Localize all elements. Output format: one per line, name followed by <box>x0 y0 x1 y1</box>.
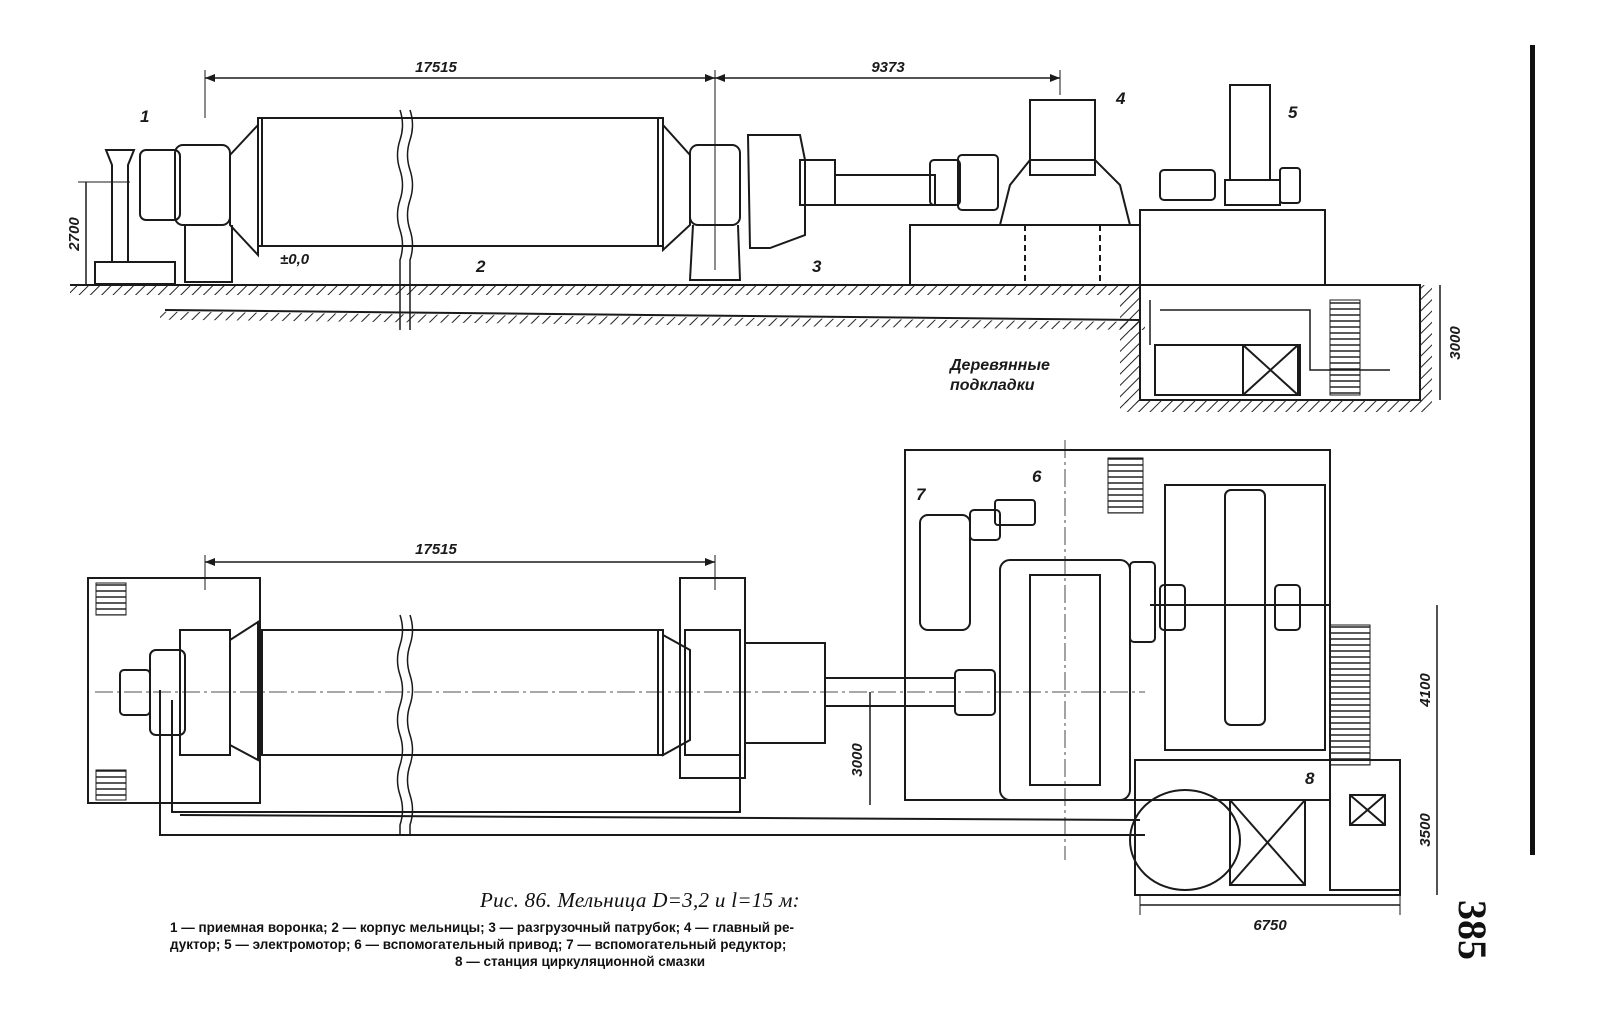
dim-height: 2700 <box>66 217 83 252</box>
side-rule <box>1530 45 1535 855</box>
dim-axis-offset: 3000 <box>849 743 866 777</box>
dim-motor-offset: 4100 <box>1417 673 1434 708</box>
callout-8: 8 <box>1305 769 1315 788</box>
callout-7: 7 <box>916 485 927 504</box>
legend-line-3: 8 — станция циркуляционной смазки <box>454 954 706 969</box>
plan-view <box>87 440 1438 915</box>
note-wooden-pads-line1: Деревянные <box>948 357 1050 374</box>
dim-station-width: 6750 <box>1253 917 1287 934</box>
callout-1: 1 <box>140 107 149 126</box>
dim-level: ±0,0 <box>280 251 310 268</box>
caption-title: Рис. 86. Мельница D=3,2 и l=15 м: <box>480 888 800 912</box>
caption-legend: 1 — приемная воронка; 2 — корпус мельниц… <box>170 919 1110 970</box>
dim-mill-length-plan: 17515 <box>415 541 457 558</box>
figure-caption: Рис. 86. Мельница D=3,2 и l=15 м: 1 — пр… <box>170 888 1110 970</box>
dim-pit-depth: 3000 <box>1447 326 1464 360</box>
callout-3: 3 <box>812 257 822 276</box>
page-number: 385 <box>1450 900 1495 960</box>
dim-drive-distance: 9373 <box>871 59 905 76</box>
dim-station-offset: 3500 <box>1417 813 1434 847</box>
callout-2: 2 <box>475 257 486 276</box>
callout-4: 4 <box>1115 89 1126 108</box>
note-wooden-pads-line2: подкладки <box>950 377 1035 394</box>
elevation-view <box>70 70 1441 412</box>
legend-line-2: дуктор; 5 — электромотор; 6 — вспомогате… <box>170 937 787 952</box>
legend-line-1: 1 — приемная воронка; 2 — корпус мельниц… <box>170 920 795 935</box>
callout-6: 6 <box>1032 467 1042 486</box>
callout-5: 5 <box>1288 103 1298 122</box>
dim-mill-length-elev: 17515 <box>415 59 457 76</box>
